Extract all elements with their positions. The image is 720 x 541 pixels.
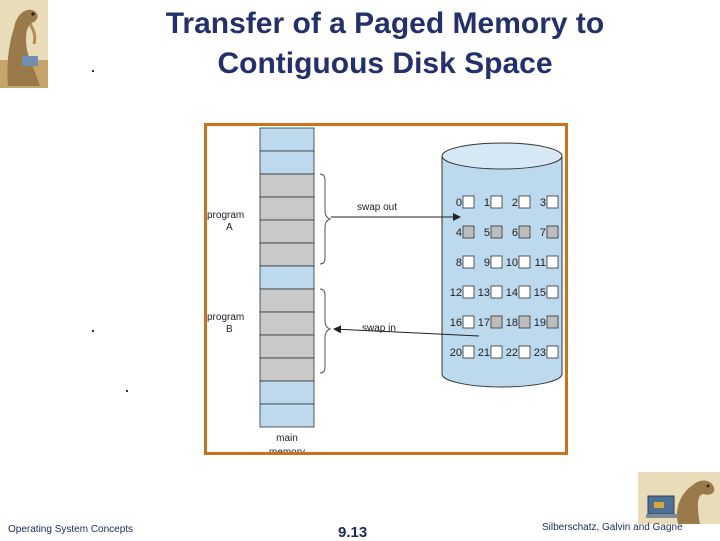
memory-frame — [259, 196, 315, 221]
disk-block — [546, 345, 559, 359]
memory-frame — [259, 150, 315, 175]
program-b-bracket — [319, 288, 332, 374]
disk-block-number: 23 — [534, 347, 546, 359]
memory-frame — [259, 357, 315, 382]
disk-block — [518, 195, 531, 209]
disk-block — [462, 345, 475, 359]
disk-block — [518, 345, 531, 359]
disk-block-number: 6 — [512, 227, 518, 239]
disk-block-number: 12 — [450, 287, 462, 299]
program-a-name: A — [226, 222, 233, 233]
memory-frame — [259, 127, 315, 152]
disk-block-number: 13 — [478, 287, 490, 299]
memory-frame — [259, 173, 315, 198]
main-memory-label-2: memory — [269, 447, 305, 452]
program-a-label: program — [207, 210, 244, 221]
memory-frame — [259, 334, 315, 359]
diagram-canvas: program A program B main memory 01234567… — [207, 127, 563, 452]
memory-frame — [259, 403, 315, 428]
disk-block-number: 20 — [450, 347, 462, 359]
disk-block-number: 2 — [512, 197, 518, 209]
disk-block — [518, 225, 531, 239]
disk-block-number: 0 — [456, 197, 462, 209]
disk-block — [546, 195, 559, 209]
disk-block — [462, 285, 475, 299]
disk-block-number: 16 — [450, 317, 462, 329]
disk-block-number: 8 — [456, 257, 462, 269]
disk-block-number: 9 — [484, 257, 490, 269]
disk-block-number: 15 — [534, 287, 546, 299]
disk-block-number: 19 — [534, 317, 546, 329]
disk-block-number: 17 — [478, 317, 490, 329]
disk-block — [546, 225, 559, 239]
disk-block-number: 1 — [484, 197, 490, 209]
disk-block — [546, 255, 559, 269]
memory-frame — [259, 265, 315, 290]
footer-book-title: Operating System Concepts — [8, 524, 134, 535]
disk-block-number: 14 — [506, 287, 518, 299]
main-memory-column — [259, 127, 315, 428]
memory-frame — [259, 242, 315, 267]
dinosaur-logo-icon — [0, 0, 48, 88]
disk-block — [490, 345, 503, 359]
disk-block — [462, 315, 475, 329]
program-b-name: B — [226, 324, 233, 335]
disk-block — [462, 225, 475, 239]
stray-dot — [92, 330, 94, 332]
main-memory-label: main — [276, 433, 298, 444]
disk-block-number: 5 — [484, 227, 490, 239]
disk-block — [518, 315, 531, 329]
disk-block — [546, 285, 559, 299]
stray-dot — [126, 390, 128, 392]
disk-block — [462, 195, 475, 209]
memory-frame — [259, 380, 315, 405]
swap-in-arrow — [333, 325, 480, 337]
swap-in-label: swap in — [362, 323, 396, 334]
disk-block-number: 4 — [456, 227, 462, 239]
memory-frame — [259, 288, 315, 313]
disk-block-number: 11 — [535, 257, 546, 269]
footer-authors: Silberschatz, Galvin and Gagne — [542, 522, 683, 533]
disk-block — [518, 255, 531, 269]
program-a-bracket — [319, 173, 332, 265]
dinosaur-laptop-icon — [638, 472, 720, 524]
program-b-label: program — [207, 312, 244, 323]
disk-block — [490, 315, 503, 329]
disk-block-number: 7 — [540, 227, 546, 239]
disk-block-number: 21 — [478, 347, 490, 359]
disk-block — [462, 255, 475, 269]
swap-out-label: swap out — [357, 202, 397, 213]
disk-cylinder — [441, 142, 563, 388]
memory-frame — [259, 219, 315, 244]
disk-block — [546, 315, 559, 329]
memory-frame — [259, 311, 315, 336]
disk-block-number: 10 — [506, 257, 518, 269]
disk-block — [490, 285, 503, 299]
disk-block — [490, 255, 503, 269]
disk-block-number: 22 — [506, 347, 518, 359]
swapping-diagram: program A program B main memory 01234567… — [204, 123, 568, 455]
title-line-2: Contiguous Disk Space — [217, 47, 553, 80]
title-line-1: Transfer of a Paged Memory to — [165, 7, 605, 40]
disk-block — [490, 225, 503, 239]
disk-block — [518, 285, 531, 299]
disk-block-number: 3 — [540, 197, 546, 209]
disk-block-number: 18 — [506, 317, 518, 329]
footer-page-number: 9.13 — [338, 524, 368, 541]
slide-title: Transfer of a Paged Memory to Contiguous… — [120, 4, 650, 84]
disk-block — [490, 195, 503, 209]
stray-dot — [92, 70, 94, 72]
